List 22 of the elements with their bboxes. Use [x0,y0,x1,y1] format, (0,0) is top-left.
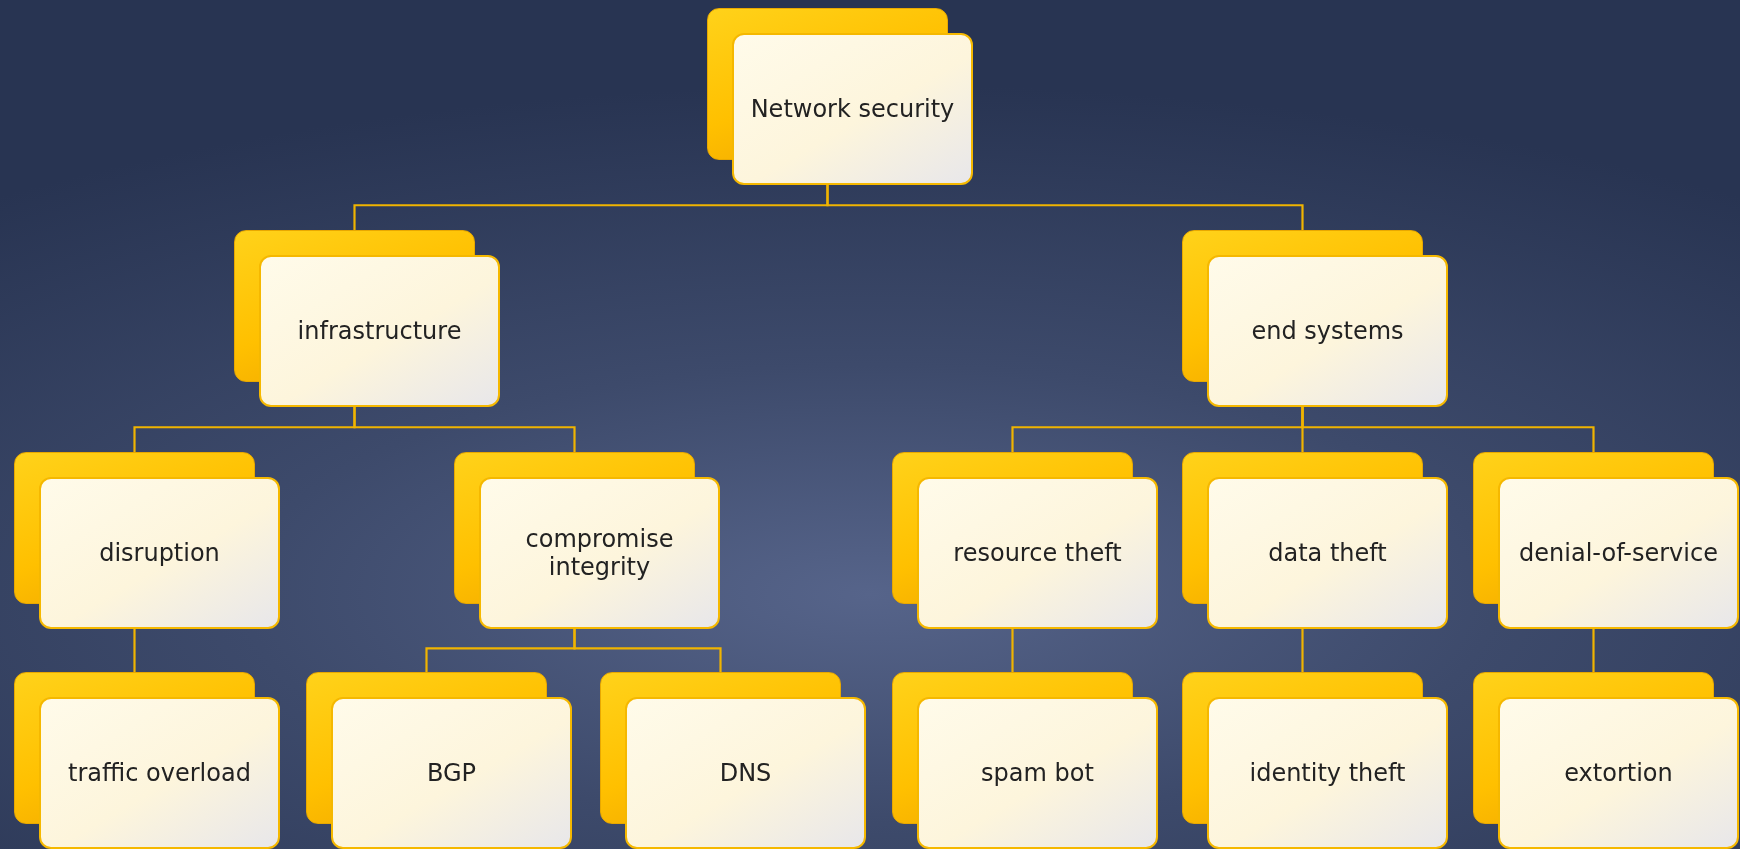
connector-line [1301,407,1595,452]
node-label: traffic overload [68,758,251,788]
connector-line [133,629,136,672]
connector-line [353,407,576,452]
node-label: resource theft [953,538,1122,568]
connector-line [826,185,1304,230]
node-label: infrastructure [297,316,462,346]
node-label: end systems [1251,316,1404,346]
node-label: BGP [426,758,477,788]
node-label: spam bot [981,758,1094,788]
node-label: Network security [750,94,955,124]
connector-line [573,629,722,672]
node-label: extortion [1564,758,1673,788]
node-label: compromise integrity [524,524,675,582]
connector-line [1301,629,1304,672]
node-label: identity theft [1249,758,1406,788]
node-label: disruption [99,538,220,568]
connector-line [1011,629,1014,672]
node-label: data theft [1268,538,1387,568]
connector-line [1592,629,1595,672]
node-label: denial-of-service [1519,538,1718,568]
node-label: DNS [719,758,772,788]
